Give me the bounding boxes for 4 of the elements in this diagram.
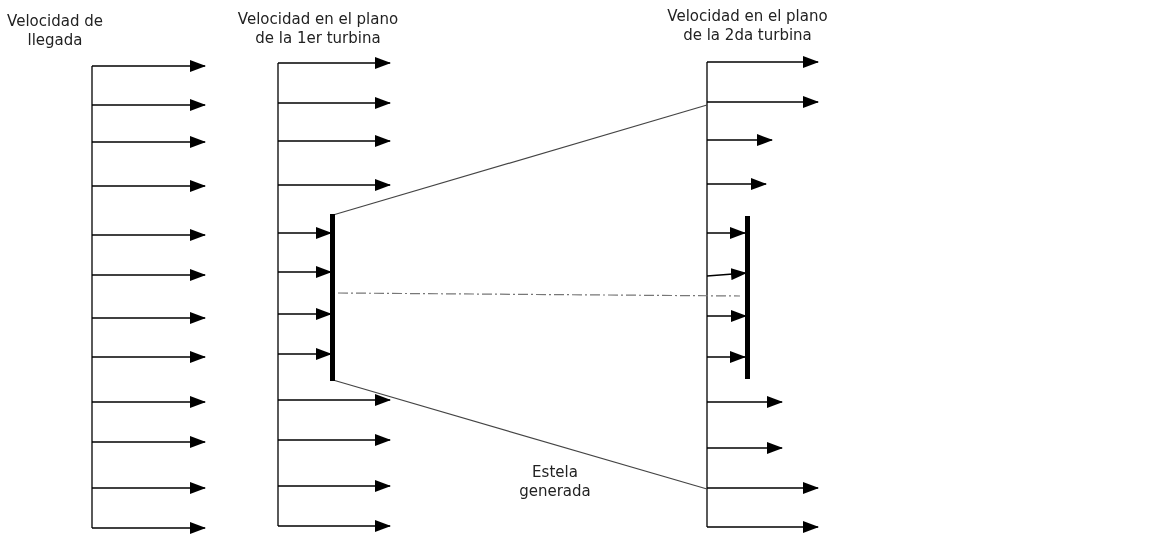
heading-label: Velocidad en el plano de la 2da turbina [666, 7, 829, 45]
heading-label: Velocidad de llegada [6, 12, 104, 50]
heading-label: Velocidad en el plano de la 1er turbina [236, 10, 400, 48]
heading-label: Estela generada [518, 463, 592, 501]
